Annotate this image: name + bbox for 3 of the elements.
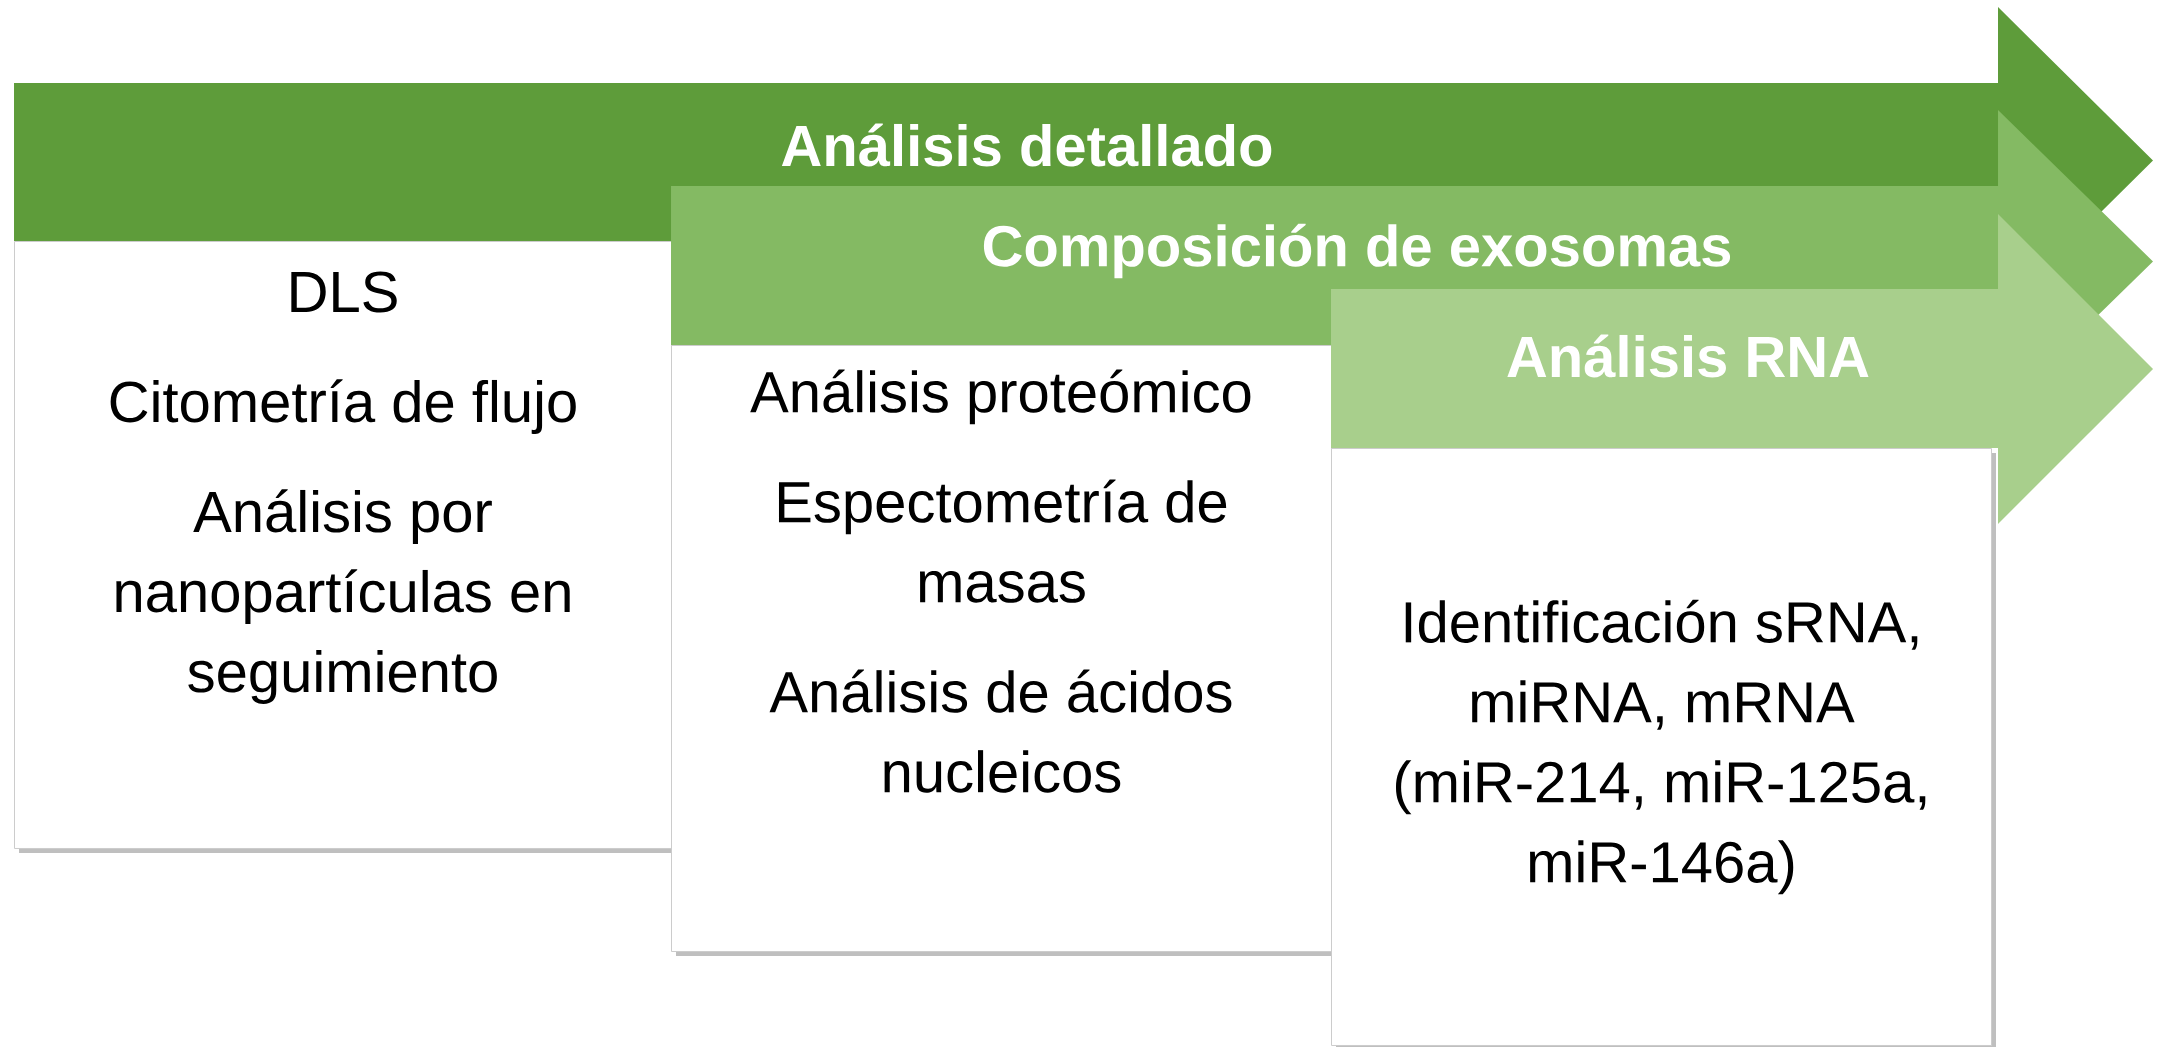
text-box: DLS Citometría de flujo Análisis por nanopartículas en seguimiento (14, 241, 676, 853)
text-box: Análisis proteómico Espectometría de masas Análisis de ácidos nucleicos (671, 345, 1336, 956)
text-box: Identificación sRNA, miRNA, mRNA (miR-214, miR-125a, miR-146a) (1331, 448, 1996, 1047)
